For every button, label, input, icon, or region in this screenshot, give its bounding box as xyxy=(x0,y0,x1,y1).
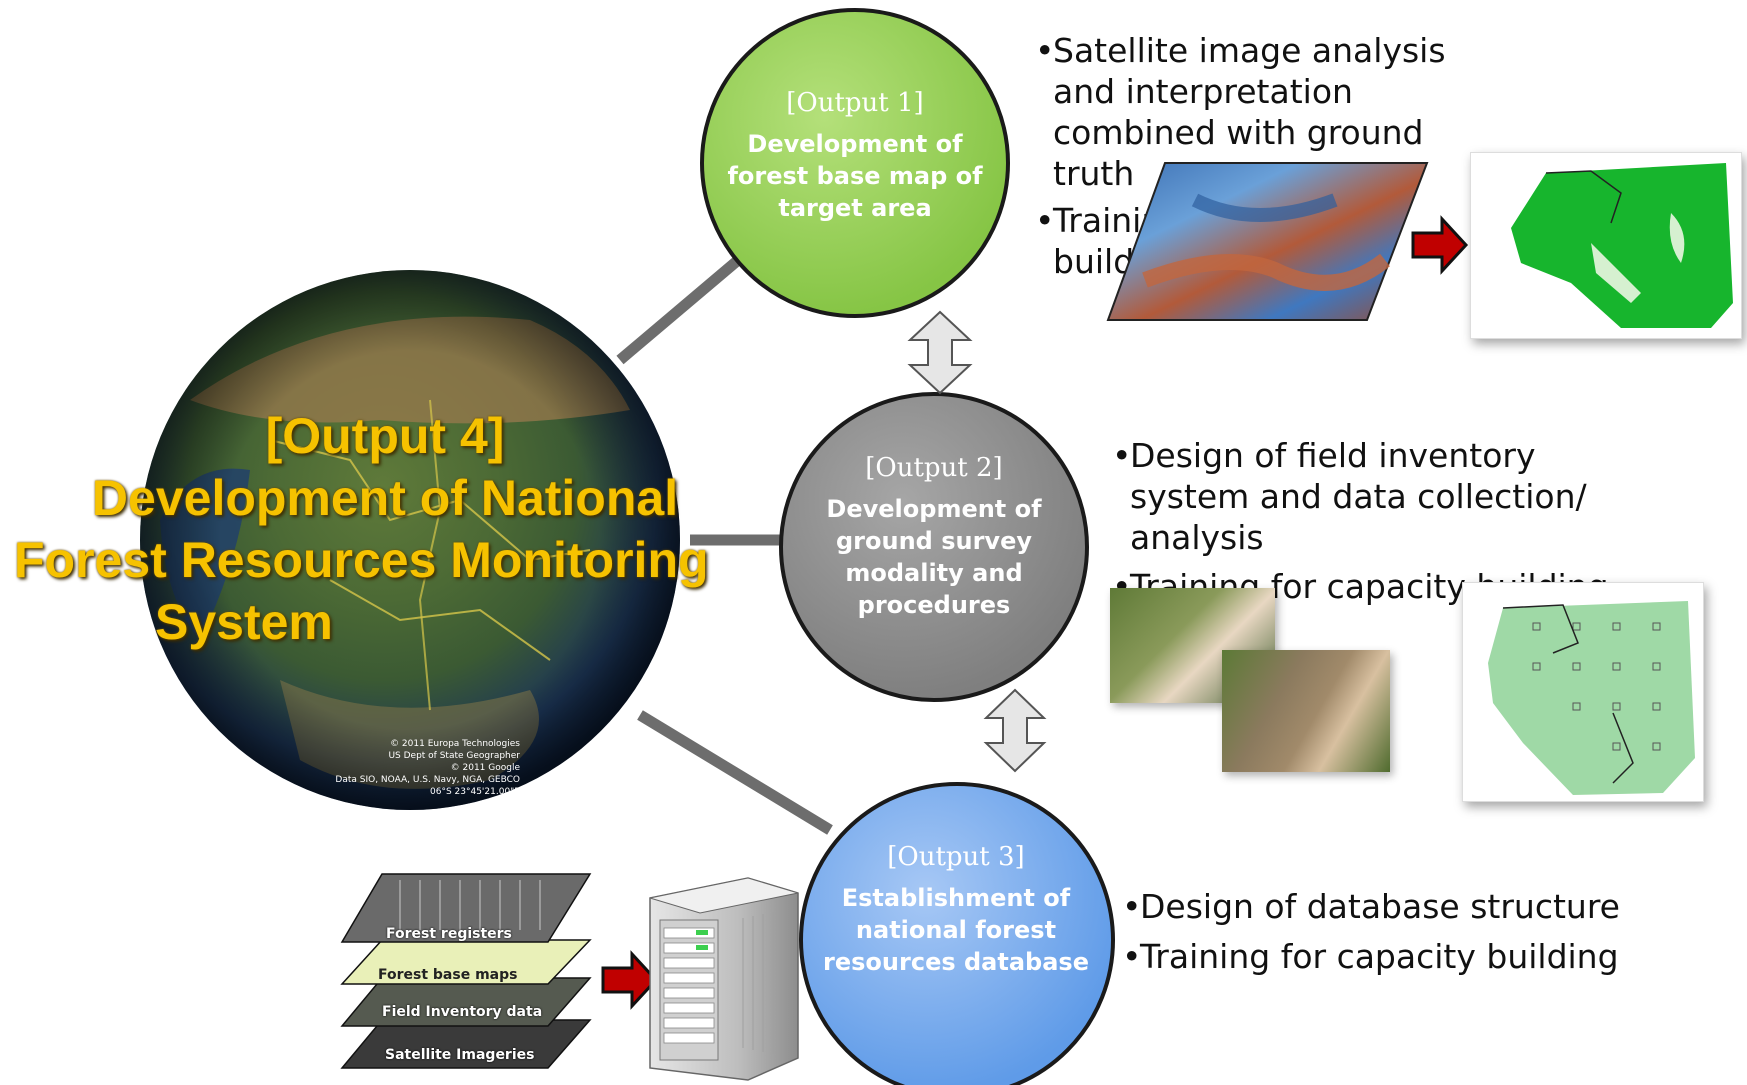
output3-head: [Output 3] xyxy=(887,842,1025,872)
globe-credits: © 2011 Europa Technologies US Dept of St… xyxy=(300,738,520,798)
bullet-item: Design of database structure xyxy=(1122,882,1682,932)
globe-image xyxy=(140,270,680,810)
server-icon xyxy=(649,877,799,1081)
output1-text: [Output 1] Development of forest base ma… xyxy=(720,88,990,224)
inventory-plot-map xyxy=(1462,582,1704,802)
field-photo-2 xyxy=(1222,650,1390,772)
layer-label: Satellite Imageries xyxy=(385,1047,535,1063)
output2-body: Development of ground survey modality an… xyxy=(826,495,1042,619)
output3-circle xyxy=(799,782,1115,1085)
output2-head: [Output 2] xyxy=(865,453,1003,483)
forest-map-image xyxy=(1470,152,1742,339)
output1-head: [Output 1] xyxy=(786,88,924,118)
layer-label: Forest base maps xyxy=(378,967,518,983)
credit-line: © 2011 Europa Technologies xyxy=(390,739,520,749)
output4-line1: Development of National xyxy=(91,470,679,526)
right-arrow-icon xyxy=(601,950,659,1010)
bullet-item: Training for capacity building xyxy=(1122,932,1682,982)
credit-line: © 2011 Google xyxy=(450,763,520,773)
bullets-output3: Design of database structure Training fo… xyxy=(1122,882,1682,982)
credit-line: US Dept of State Geographer xyxy=(388,751,520,761)
credit-line: 06°S 23°45'21.00"E xyxy=(430,787,520,797)
layer-label: Field Inventory data xyxy=(382,1004,543,1020)
output4-line2: Forest Resources Monitoring xyxy=(14,532,709,588)
output4-head: [Output 4] xyxy=(265,408,505,464)
connector-output3 xyxy=(637,710,833,835)
output3-body: Establishment of national forest resourc… xyxy=(823,884,1089,976)
output1-circle xyxy=(700,8,1010,318)
layer-label: Forest registers xyxy=(386,926,512,942)
output2-text: [Output 2] Development of ground survey … xyxy=(800,453,1068,621)
output2-circle xyxy=(779,392,1089,702)
data-layers-stack xyxy=(340,873,592,1069)
credit-line: Data SIO, NOAA, U.S. Navy, NGA, GEBCO xyxy=(335,775,520,785)
output4-label: [Output 4] Development of National Fores… xyxy=(0,405,740,653)
output1-body: Development of forest base map of target… xyxy=(727,130,983,222)
satellite-image xyxy=(1106,162,1429,321)
connector-output1 xyxy=(616,245,754,365)
bullet-item: Satellite image analysis and interpretat… xyxy=(1035,30,1455,194)
double-arrow-icon xyxy=(983,688,1047,773)
double-arrow-icon xyxy=(907,310,973,395)
right-arrow-icon xyxy=(1411,215,1469,275)
output3-text: [Output 3] Establishment of national for… xyxy=(820,842,1092,978)
output4-line3: System xyxy=(155,594,333,650)
bullet-item: Design of field inventory system and dat… xyxy=(1112,435,1612,558)
